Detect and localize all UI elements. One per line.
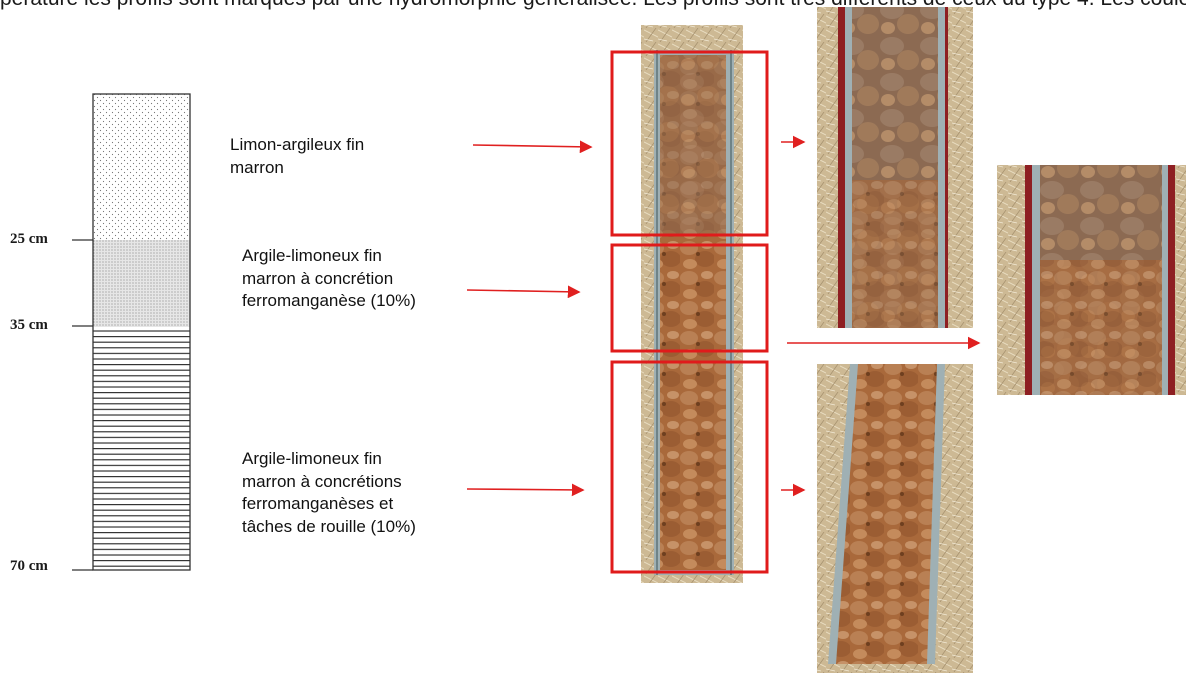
zoom-photo-top <box>817 7 973 328</box>
zoom-photo-right <box>997 165 1186 395</box>
zoom-photo-bottom <box>817 364 973 673</box>
core-photo-main <box>641 25 743 583</box>
